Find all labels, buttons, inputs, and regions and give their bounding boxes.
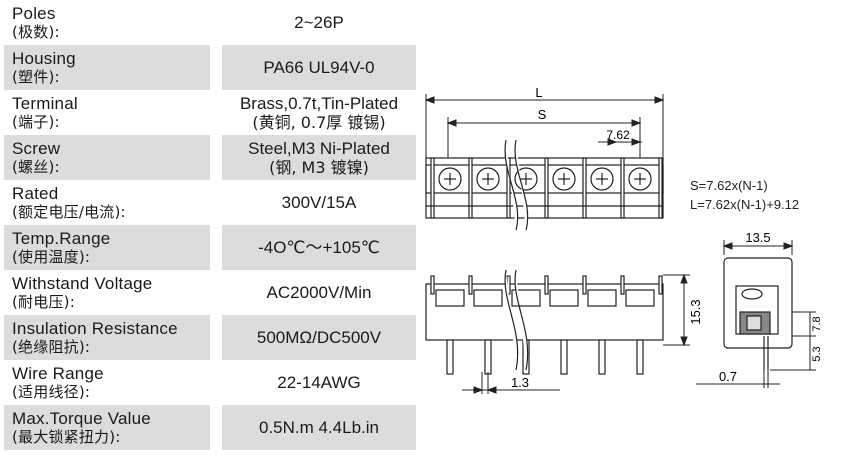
dimension-S — [446, 117, 642, 160]
spec-label-zh: (塑件): — [12, 67, 60, 86]
dim-side-pin-label: 0.7 — [719, 369, 737, 384]
technical-drawing: L S 7.62 15.3 — [424, 85, 823, 394]
spec-label-zh: (额定电压/电流): — [12, 202, 126, 221]
spec-value: 0.5N.m 4.4Lb.in — [222, 405, 416, 450]
spec-label-en: Rated — [12, 183, 59, 203]
dimension-side-heights — [770, 311, 816, 371]
spec-label: Insulation Resistance(绝缘阻抗): — [4, 315, 210, 360]
top-view — [425, 157, 664, 219]
spec-row: Terminal(端子): Brass,0.7t,Tin-Plated(黄铜, 0… — [4, 90, 416, 135]
dimension-pitch — [598, 138, 642, 146]
dim-pin-label: 1.3 — [511, 375, 529, 390]
dim-pitch-label: 7.62 — [606, 128, 630, 142]
front-slot — [435, 289, 465, 307]
spec-label-en: Terminal — [12, 93, 78, 113]
spec-label: Poles(极数): — [4, 0, 210, 45]
dimension-side-pin — [696, 370, 780, 388]
spec-label-zh: (适用线径): — [12, 382, 91, 401]
dimension-L — [424, 94, 665, 160]
pin — [446, 339, 454, 375]
spec-label-zh: (使用温度): — [12, 247, 91, 266]
spec-label: Wire Range(适用线径): — [4, 360, 210, 405]
pin — [636, 339, 644, 375]
spec-label-zh: (最大锁紧扭力): — [12, 427, 121, 446]
spec-label: Rated(额定电压/电流): — [4, 180, 210, 225]
spec-value: 300V/15A — [222, 180, 416, 225]
dimension-height — [663, 273, 690, 347]
spec-label-zh: (耐电压): — [12, 292, 75, 311]
spec-value-text-zh: (黄铜, 0.7厚 镀锡) — [252, 112, 386, 132]
dim-L-label: L — [535, 85, 542, 100]
front-slot — [587, 289, 617, 307]
dim-side-h1-label: 7.8 — [811, 316, 823, 331]
spec-row: Withstand Voltage(耐电压): AC2000V/Min — [4, 270, 416, 315]
spec-value: Brass,0.7t,Tin-Plated(黄铜, 0.7厚 镀锡) — [222, 90, 416, 135]
dim-side-h2-label: 5.3 — [811, 346, 823, 361]
spec-value-text: 300V/15A — [281, 193, 357, 212]
spec-value-text-zh: (钢, M3 镀镍) — [269, 157, 369, 177]
spec-row: Rated(额定电压/电流): 300V/15A — [4, 180, 416, 225]
formula-S: S=7.62x(N-1) — [690, 178, 768, 193]
spec-value-text: Brass,0.7t,Tin-Plated — [239, 93, 399, 113]
spec-value: 22-14AWG — [222, 360, 416, 405]
spec-label-zh: (螺丝): — [12, 157, 60, 176]
front-slot — [549, 289, 579, 307]
spec-label-zh: (绝缘阻抗): — [12, 337, 91, 356]
dim-height-label: 15.3 — [688, 299, 703, 324]
spec-value: 500MΩ/DC500V — [222, 315, 416, 360]
spec-value: -4O℃～+105℃ — [222, 225, 416, 270]
spec-value: Steel,M3 Ni-Plated(钢, M3 镀镍) — [222, 135, 416, 180]
pin — [484, 339, 492, 375]
spec-value: PA66 UL94V-0 — [222, 45, 416, 90]
spec-value: 2~26P — [222, 0, 416, 45]
spec-value-text: 500MΩ/DC500V — [256, 328, 382, 347]
front-slot — [473, 289, 503, 307]
spec-row: Poles(极数): 2~26P — [4, 0, 416, 45]
spec-label-en: Temp.Range — [12, 228, 111, 248]
spec-value: AC2000V/Min — [222, 270, 416, 315]
dimension-pin — [462, 372, 560, 394]
spec-value-text: 22-14AWG — [277, 373, 361, 392]
front-view — [425, 275, 664, 375]
spec-label-en: Max.Torque Value — [12, 408, 151, 428]
spec-value-text: 2~26P — [294, 13, 344, 32]
spec-value-text: PA66 UL94V-0 — [263, 58, 375, 77]
spec-label: Screw(螺丝): — [4, 135, 210, 180]
spec-label: Temp.Range(使用温度): — [4, 225, 210, 270]
spec-row: Screw(螺丝): Steel,M3 Ni-Plated(钢, M3 镀镍) — [4, 135, 416, 180]
dim-S-label: S — [538, 107, 547, 122]
spec-value-text: 0.5N.m 4.4Lb.in — [258, 418, 379, 437]
spec-row: Housing(塑件): PA66 UL94V-0 — [4, 45, 416, 90]
spec-label-en: Screw — [12, 138, 61, 158]
spec-value-text: AC2000V/Min — [266, 283, 372, 302]
spec-value-text: Steel,M3 Ni-Plated — [248, 138, 390, 158]
spec-label-en: Housing — [12, 48, 76, 68]
pin — [560, 339, 568, 375]
spec-row: Wire Range(适用线径): 22-14AWG — [4, 360, 416, 405]
spec-row: Insulation Resistance(绝缘阻抗): 500MΩ/DC500V — [4, 315, 416, 360]
dim-side-width-label: 13.5 — [745, 230, 770, 245]
spec-value-text: -4O℃～+105℃ — [258, 238, 380, 257]
front-slot — [625, 289, 655, 307]
formula-L: L=7.62x(N-1)+9.12 — [690, 197, 800, 212]
pin — [598, 339, 606, 375]
spec-label: Terminal(端子): — [4, 90, 210, 135]
spec-label: Withstand Voltage(耐电压): — [4, 270, 210, 315]
spec-label: Max.Torque Value(最大锁紧扭力): — [4, 405, 210, 450]
spec-label-en: Wire Range — [12, 363, 104, 383]
dimension-side-width — [722, 240, 794, 255]
spec-label-en: Poles — [12, 3, 56, 23]
spec-row: Max.Torque Value(最大锁紧扭力): 0.5N.m 4.4Lb.in — [4, 405, 416, 450]
spec-label-en: Withstand Voltage — [12, 273, 153, 293]
spec-label-en: Insulation Resistance — [12, 318, 178, 338]
spec-row: Temp.Range(使用温度): -4O℃～+105℃ — [4, 225, 416, 270]
spec-label-zh: (极数): — [12, 22, 60, 41]
spec-label: Housing(塑件): — [4, 45, 210, 90]
side-view — [723, 257, 793, 370]
spec-label-zh: (端子): — [12, 112, 60, 131]
